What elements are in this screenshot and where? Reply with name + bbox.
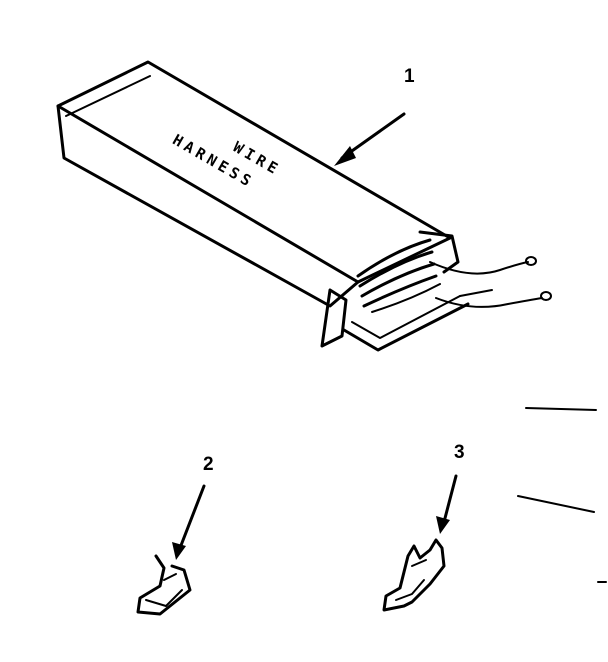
box-tray-edge — [342, 302, 470, 352]
callout-3-arrowhead — [436, 516, 450, 534]
clip-3-crimp — [411, 559, 427, 567]
clip-3-detail — [395, 579, 425, 601]
callout-2: 2 — [203, 454, 214, 475]
callout-3-arrow-shaft — [442, 474, 458, 524]
clip-3-body — [382, 538, 446, 612]
wire-lead-upper — [429, 261, 529, 275]
callout-3: 3 — [454, 442, 465, 463]
callout-2-arrow-shaft — [178, 484, 206, 550]
wire-bundle-5 — [371, 283, 441, 313]
wire-bundle-4 — [362, 274, 438, 308]
clip-2-detail — [145, 589, 183, 607]
scan-artifact-line-2 — [517, 495, 595, 513]
box-end-flap — [320, 288, 348, 348]
scan-artifact-line-1 — [525, 407, 597, 411]
terminal-clip-3 — [382, 538, 446, 612]
box-top-flap — [418, 230, 460, 274]
callout-2-arrowhead — [172, 542, 186, 560]
wire-lead-mid — [459, 289, 493, 297]
callout-1-arrowhead — [334, 146, 356, 166]
wire-terminal-upper — [525, 256, 537, 266]
box-top-face — [56, 60, 452, 284]
wire-bundle-2 — [358, 250, 434, 288]
clip-2-crimp — [163, 573, 177, 581]
clip-2-body — [136, 554, 192, 616]
box-side-face — [56, 104, 360, 308]
callout-1-arrow-shaft — [340, 112, 406, 160]
wire-terminal-lower — [540, 291, 552, 301]
box-label: WIRE HARNESS — [170, 131, 285, 192]
box-tray-inner — [351, 295, 461, 339]
wire-bundle-1 — [356, 238, 432, 278]
callout-1: 1 — [404, 66, 415, 87]
wire-bundle-3 — [360, 262, 436, 298]
wire-lead-lower — [435, 297, 543, 308]
box-lip-line — [65, 75, 151, 117]
wire-harness-box: WIRE HARNESS — [56, 60, 552, 352]
terminal-clip-2 — [136, 554, 192, 616]
